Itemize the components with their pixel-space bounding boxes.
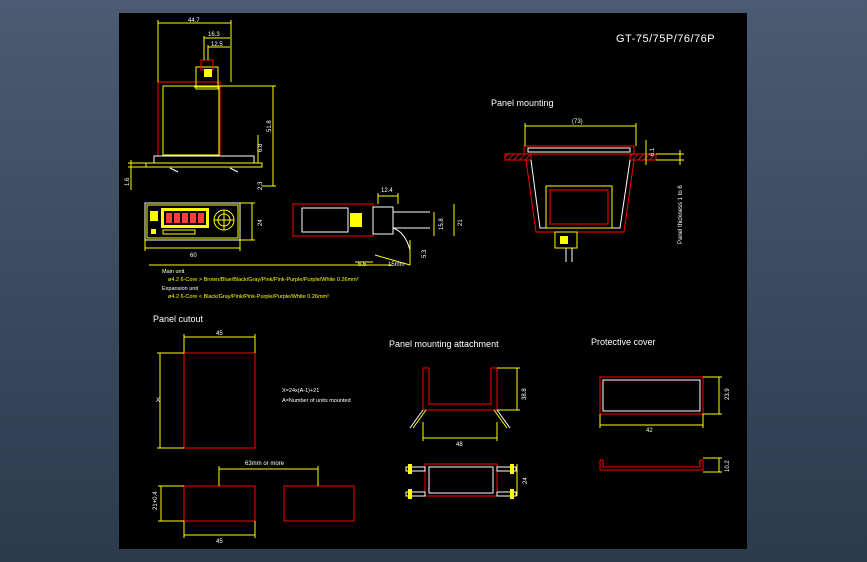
front-view — [144, 202, 255, 251]
dim-63mm-or-more: 63mm or more — [245, 461, 285, 467]
dim-cutout-x: X — [156, 398, 160, 404]
panel-mounting-title: Panel mounting — [491, 98, 554, 108]
expansion-unit-label: Expansion unit — [162, 286, 199, 292]
dim-6-8: 6.8 — [258, 143, 264, 152]
dim-42: 42 — [646, 428, 653, 434]
dim-51-8: 51.8 — [267, 120, 273, 132]
dim-10-2: 10.2 — [725, 460, 731, 472]
protective-cover-title: Protective cover — [591, 337, 656, 347]
dim-12-4: 12.4 — [381, 188, 393, 194]
dim-5-3: 5.3 — [422, 249, 428, 258]
dim-48: 48 — [456, 442, 463, 448]
dim-44-7: 44.7 — [188, 18, 200, 24]
dim-6-1: 6.1 — [650, 147, 656, 156]
main-unit-cable-note: ø4.2 6-Core > Brown/Blue/Black/Gray/Pink… — [168, 277, 359, 283]
dim-21: 21 — [458, 219, 464, 226]
dim-15-8: 15.8 — [439, 218, 445, 230]
cable-notes: Main unit ø4.2 6-Core > Brown/Blue/Black… — [149, 264, 392, 300]
cutout-formula-note: A=Number of units mounted — [282, 398, 351, 404]
drawing-sheet — [119, 13, 747, 549]
dim-24-attachment: 24 — [523, 477, 529, 484]
mounting-attachment-title: Panel mounting attachment — [389, 339, 499, 349]
panel-cutout-title: Panel cutout — [153, 314, 204, 324]
side-view — [128, 20, 276, 190]
panel-thickness-label: Panel thickness 1 to 6 — [678, 185, 684, 244]
main-unit-label: Main unit — [162, 269, 185, 275]
dim-73: (73) — [572, 119, 583, 125]
protective-cover-view — [599, 376, 722, 473]
dim-2-3: 2.3 — [258, 181, 264, 190]
expansion-unit-cable-note: ø4.2 6-Core < Black/Gray/Pink/Pink-Purpl… — [168, 294, 329, 300]
drawing-title: GT-75/75P/76/76P — [616, 33, 715, 45]
dim-cutout-45-bottom: 45 — [216, 539, 223, 545]
cable-side-view — [292, 193, 455, 266]
panel-cutout-view — [157, 334, 355, 538]
mounting-attachment-view — [405, 367, 520, 499]
dim-38-8: 38.8 — [522, 388, 528, 400]
dim-15mm: 15mm — [388, 262, 405, 268]
dim-24: 24 — [258, 219, 264, 226]
dim-16-3: 16.3 — [208, 32, 220, 38]
dim-cutout-45-top: 45 — [216, 331, 223, 337]
dim-60: 60 — [190, 253, 197, 259]
panel-mounting-view — [504, 123, 684, 262]
dim-12-5: 12.5 — [211, 42, 223, 48]
dim-1-6: 1.6 — [125, 177, 131, 186]
dim-21-plus-0-4: 21+0.4 — [153, 491, 159, 510]
dim-23-9: 23.9 — [725, 388, 731, 400]
cutout-formula: X=24x(A-1)+21 — [282, 388, 319, 394]
